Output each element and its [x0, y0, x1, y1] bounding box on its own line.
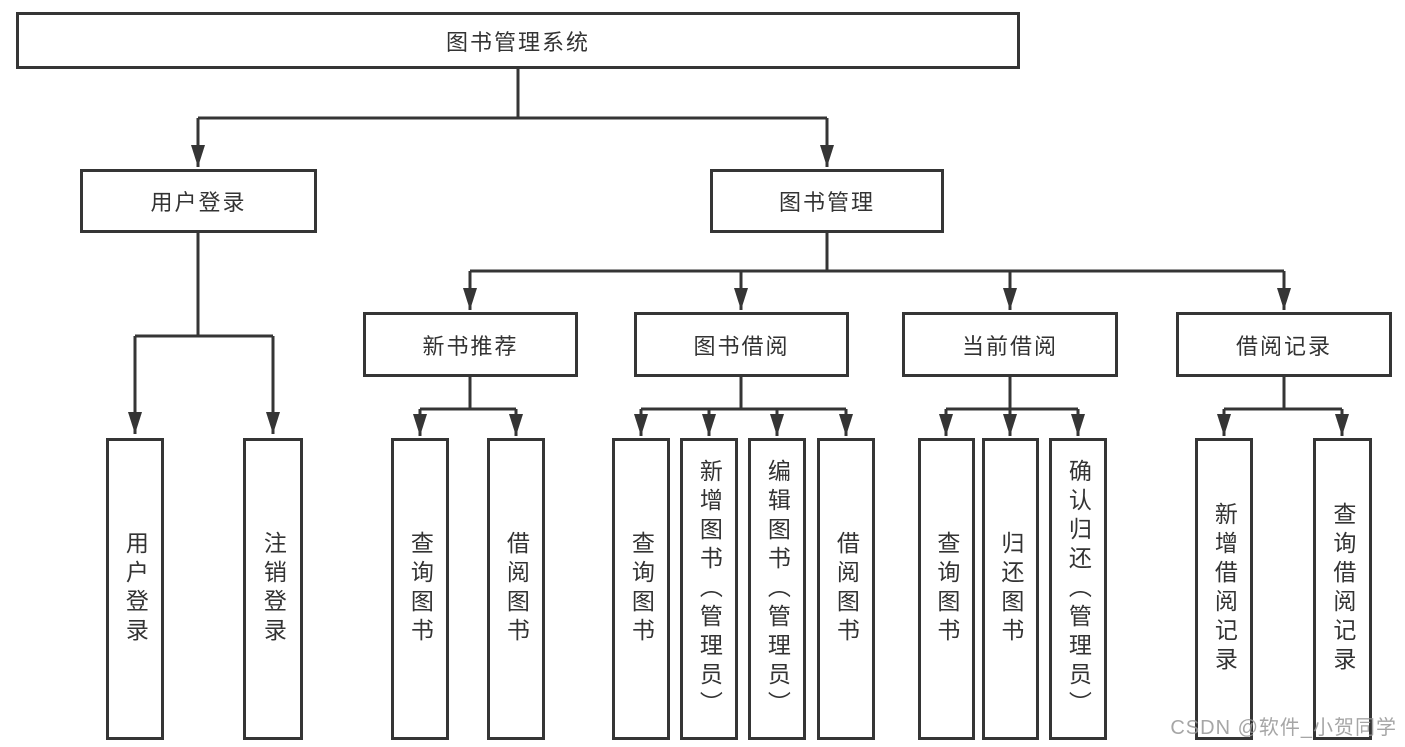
leaf-query-book-borrow: 查询图书 [612, 438, 670, 740]
node-new-book-recommend: 新书推荐 [363, 312, 578, 377]
leaf-query-book-current-label: 查询图书 [933, 531, 960, 647]
leaf-return-book-label: 归还图书 [997, 531, 1024, 647]
leaf-borrow-book: 借阅图书 [817, 438, 875, 740]
leaf-add-book-admin: 新增图书（管理员） [680, 438, 738, 740]
leaf-logout: 注销登录 [243, 438, 303, 740]
leaf-query-borrow-record-label: 查询借阅记录 [1329, 502, 1356, 676]
node-new-book-recommend-label: 新书推荐 [422, 333, 519, 359]
node-root-system: 图书管理系统 [16, 12, 1020, 69]
leaf-query-book-current: 查询图书 [918, 438, 975, 740]
node-borrow-records: 借阅记录 [1176, 312, 1392, 377]
leaf-confirm-return-admin-label: 确认归还（管理员） [1065, 458, 1092, 720]
node-root-label: 图书管理系统 [445, 29, 590, 55]
leaf-add-borrow-record: 新增借阅记录 [1195, 438, 1253, 740]
node-book-management-label: 图书管理 [778, 190, 875, 215]
leaf-return-book: 归还图书 [982, 438, 1039, 740]
node-book-borrow: 图书借阅 [634, 312, 849, 377]
leaf-query-book-recommend-label: 查询图书 [407, 531, 434, 647]
node-book-management: 图书管理 [710, 169, 944, 233]
node-user-login-label: 用户登录 [150, 190, 247, 215]
leaf-borrow-book-label: 借阅图书 [833, 531, 860, 647]
leaf-logout-label: 注销登录 [260, 531, 287, 647]
leaf-borrow-book-recommend-label: 借阅图书 [503, 531, 530, 647]
leaf-edit-book-admin-label: 编辑图书（管理员） [764, 458, 791, 720]
leaf-query-borrow-record: 查询借阅记录 [1313, 438, 1372, 740]
leaf-query-book-borrow-label: 查询图书 [628, 531, 655, 647]
node-current-borrow: 当前借阅 [902, 312, 1118, 377]
leaf-user-login: 用户登录 [106, 438, 164, 740]
node-user-login: 用户登录 [80, 169, 317, 233]
csdn-watermark: CSDN @软件_小贺同学 [1170, 717, 1397, 739]
leaf-edit-book-admin: 编辑图书（管理员） [748, 438, 806, 740]
leaf-add-book-admin-label: 新增图书（管理员） [696, 458, 723, 720]
leaf-borrow-book-recommend: 借阅图书 [487, 438, 545, 740]
leaf-user-login-label: 用户登录 [122, 531, 149, 647]
leaf-query-book-recommend: 查询图书 [391, 438, 449, 740]
node-book-borrow-label: 图书借阅 [693, 333, 790, 359]
leaf-add-borrow-record-label: 新增借阅记录 [1211, 502, 1238, 676]
leaf-confirm-return-admin: 确认归还（管理员） [1049, 438, 1107, 740]
node-borrow-records-label: 借阅记录 [1235, 333, 1332, 359]
node-current-borrow-label: 当前借阅 [961, 333, 1058, 359]
